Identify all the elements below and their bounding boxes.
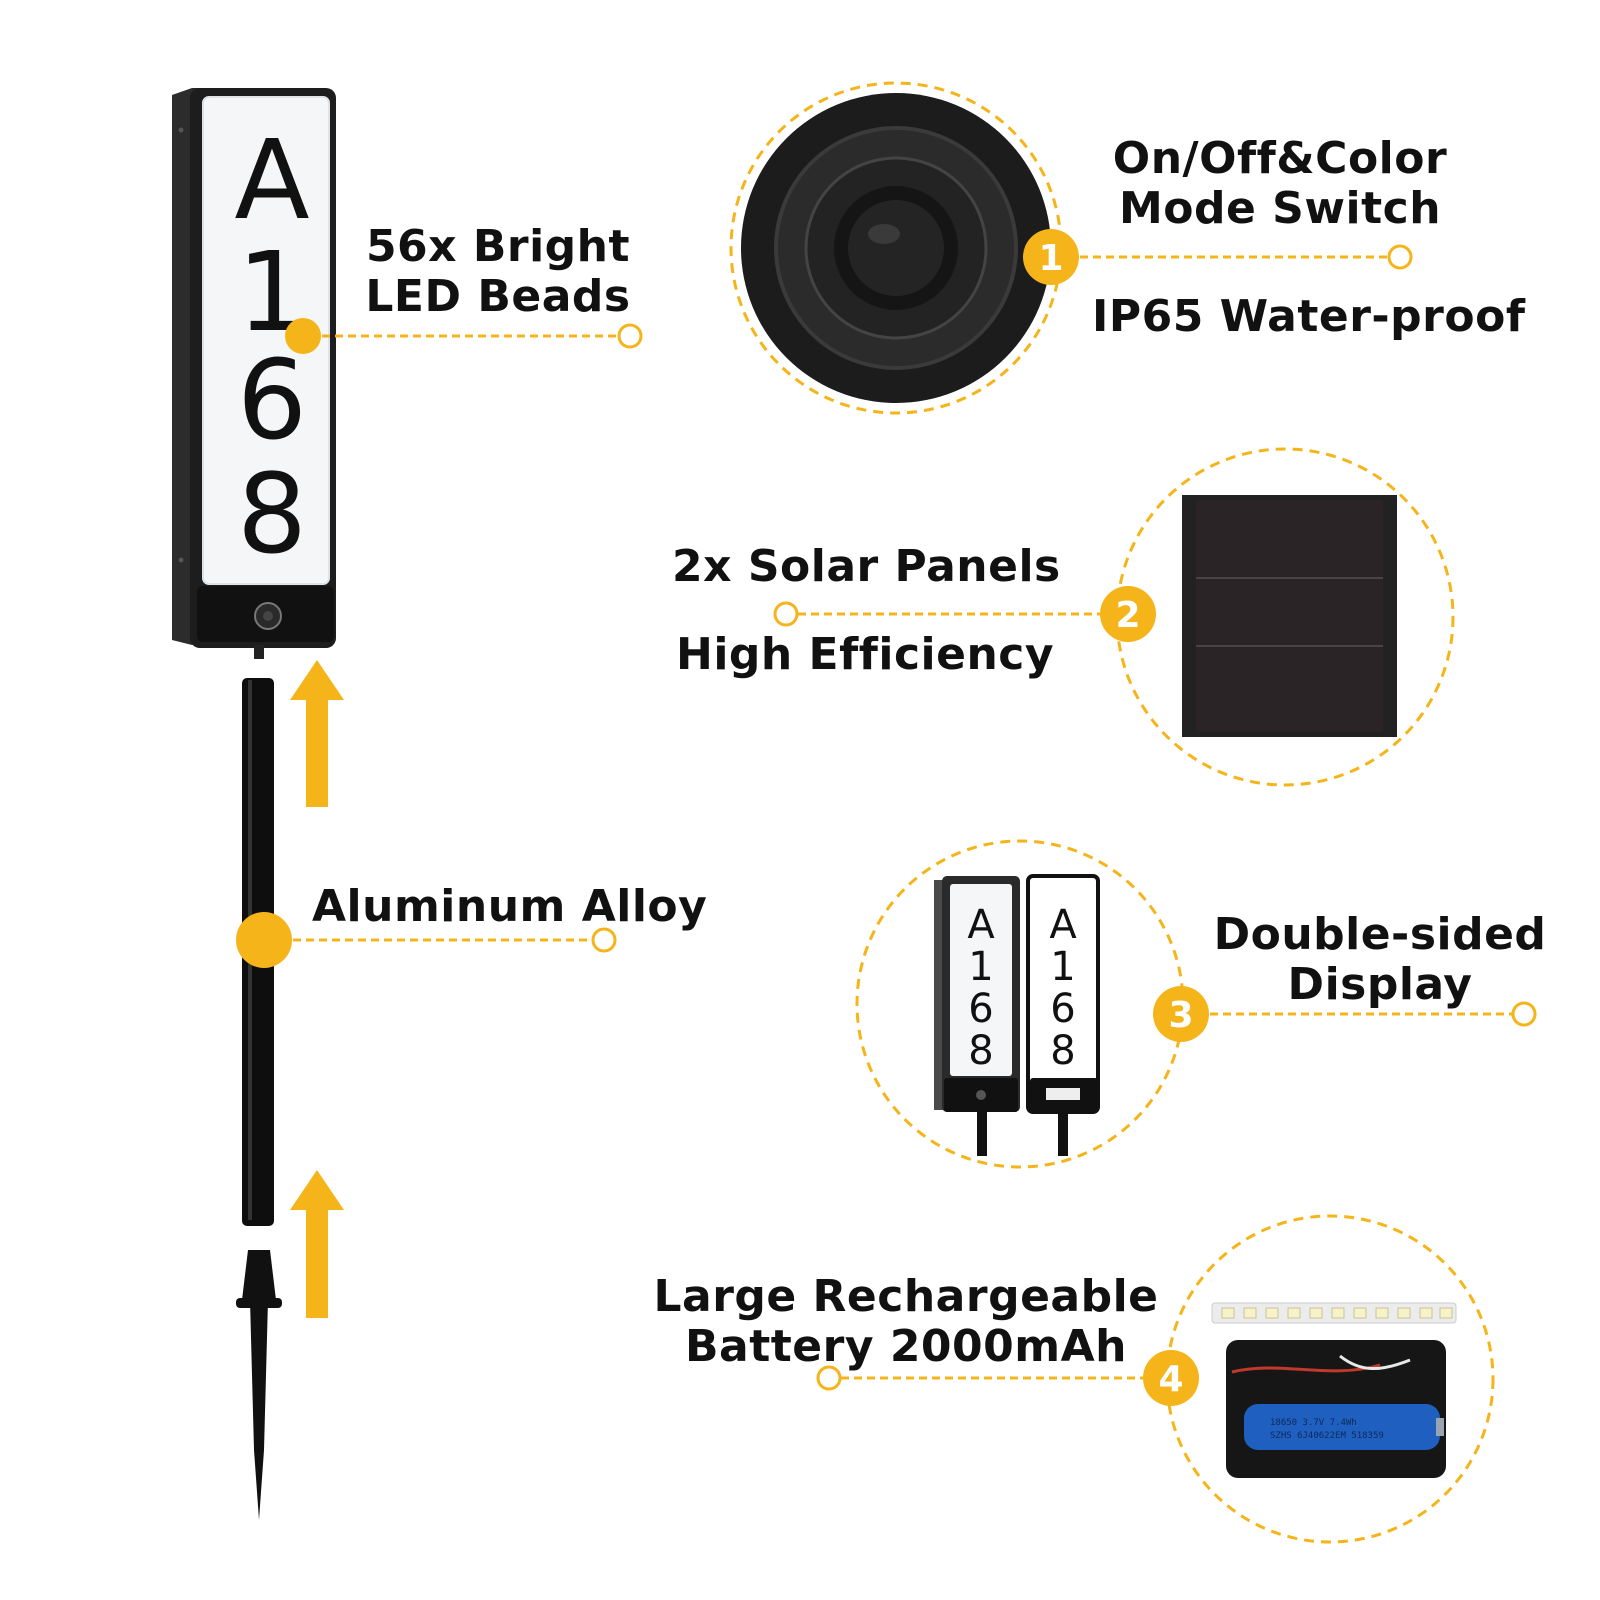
svg-text:6: 6 [1050, 986, 1075, 1032]
svg-text:1: 1 [1050, 944, 1075, 990]
switch-label: On/Off&Color Mode Switch [1112, 133, 1448, 234]
aluminum-alloy-label: Aluminum Alloy [312, 881, 708, 932]
battery-label: Large Rechargeable Battery 2000mAh [653, 1271, 1159, 1372]
svg-text:18650 3.7V 7.4Wh: 18650 3.7V 7.4Wh [1270, 1418, 1357, 1428]
sign-char-2: 6 [237, 336, 307, 464]
svg-text:A: A [967, 902, 995, 948]
waterproof-label: IP65 Water-proof [1092, 291, 1526, 342]
sign-char-0: A [234, 116, 309, 244]
double-sided-detail-circle: A 1 6 8 A 1 6 8 [855, 839, 1185, 1169]
arrow-up-icon [290, 1170, 344, 1318]
callout-3-connector: 3 [1153, 986, 1537, 1042]
svg-text:6: 6 [968, 986, 993, 1032]
sign-char-3: 8 [237, 450, 307, 578]
main-sign: A 1 6 8 [172, 88, 336, 648]
callout-1-connector: 1 [1023, 229, 1413, 285]
switch-detail-circle [729, 81, 1063, 415]
alloy-connector [236, 912, 617, 968]
svg-text:1: 1 [968, 944, 993, 990]
ground-stake [236, 1250, 282, 1520]
efficiency-label: High Efficiency [676, 629, 1055, 680]
svg-text:8: 8 [1050, 1028, 1075, 1074]
svg-text:1: 1 [1038, 238, 1063, 279]
battery-detail-circle: 18650 3.7V 7.4Wh SZHS 6J40622EM 518359 [1165, 1214, 1495, 1544]
led-connector [285, 318, 643, 354]
solar-panels-label: 2x Solar Panels [672, 541, 1061, 592]
switch-icon [848, 200, 944, 296]
callout-4-connector: 4 [816, 1350, 1199, 1406]
svg-text:4: 4 [1158, 1359, 1183, 1400]
solar-detail-circle [1115, 447, 1455, 787]
double-sided-label: Double-sided Display [1213, 909, 1547, 1010]
callout-2-connector: 2 [773, 586, 1156, 642]
svg-text:2: 2 [1115, 595, 1140, 636]
battery-icon [1244, 1404, 1440, 1450]
svg-text:SZHS 6J40622EM 518359: SZHS 6J40622EM 518359 [1270, 1431, 1384, 1441]
solar-panel-icon [1196, 500, 1383, 732]
svg-text:A: A [1049, 902, 1077, 948]
svg-text:8: 8 [968, 1028, 993, 1074]
arrow-up-icon [290, 660, 344, 807]
led-beads-label: 56x Bright LED Beads [365, 221, 631, 322]
svg-text:3: 3 [1168, 995, 1193, 1036]
